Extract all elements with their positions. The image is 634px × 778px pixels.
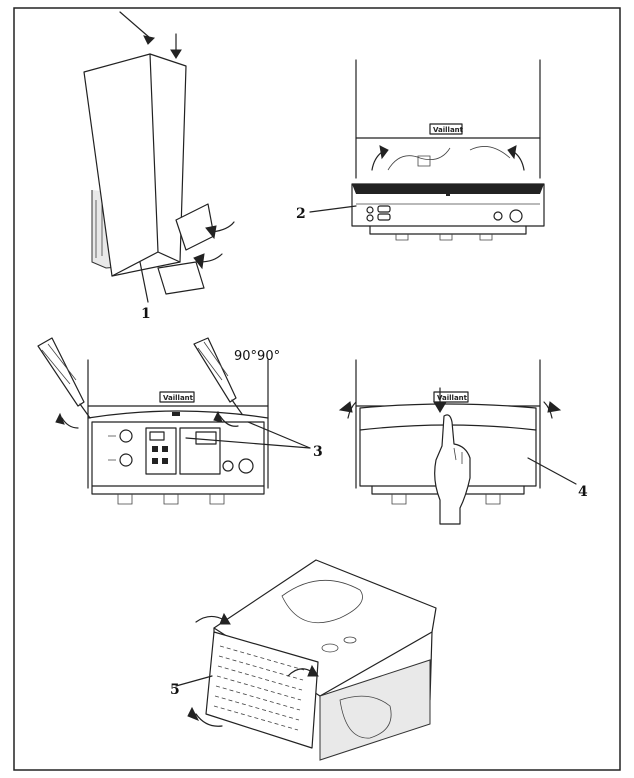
control-panel [91,421,265,487]
brand-logo: Vaillant [437,394,468,402]
callout-5: 5 [170,682,180,698]
rotation-angle-label: 90°90° [234,349,280,364]
arrow-down-icon [143,35,156,45]
step-1-casing-removal: 1 [83,11,235,322]
callout-3: 3 [313,444,323,460]
curved-arrow-icon [187,706,200,721]
curved-arrow-icon [547,401,562,413]
arrow-down-icon [170,49,182,59]
rotation-arrow-icon [213,410,223,423]
grille-panel [205,631,319,749]
brand-logo: Vaillant [163,394,194,402]
callout-2: 2 [296,206,306,222]
rotation-arrow-icon [55,412,65,425]
front-casing [83,53,187,277]
curved-arrow-icon [379,145,389,160]
grille-slots [213,645,305,731]
step-4-casing-clip: Vaillant 4 [338,359,588,525]
screwdriver-icon [37,337,91,419]
brand-logo: Vaillant [433,126,464,134]
curved-arrow-icon [307,664,319,677]
curved-arrow-icon [219,612,231,625]
curved-arrow-icon [193,253,205,270]
screwdriver-icon [193,337,243,415]
figure-frame [13,7,621,771]
callout-4: 4 [578,484,588,500]
step-3-screws: Vaillant [37,337,323,505]
step-2-control-box: Vaillant 2 [296,59,545,241]
guide-line [119,11,151,39]
callout-1: 1 [141,306,151,322]
curved-arrow-icon [205,225,217,240]
curved-arrow-icon [507,145,517,160]
arrow-down-icon [433,401,447,413]
hand-icon [434,414,471,525]
step-5-lower-panel: 5 [170,559,437,761]
curved-arrow-icon [338,401,353,413]
